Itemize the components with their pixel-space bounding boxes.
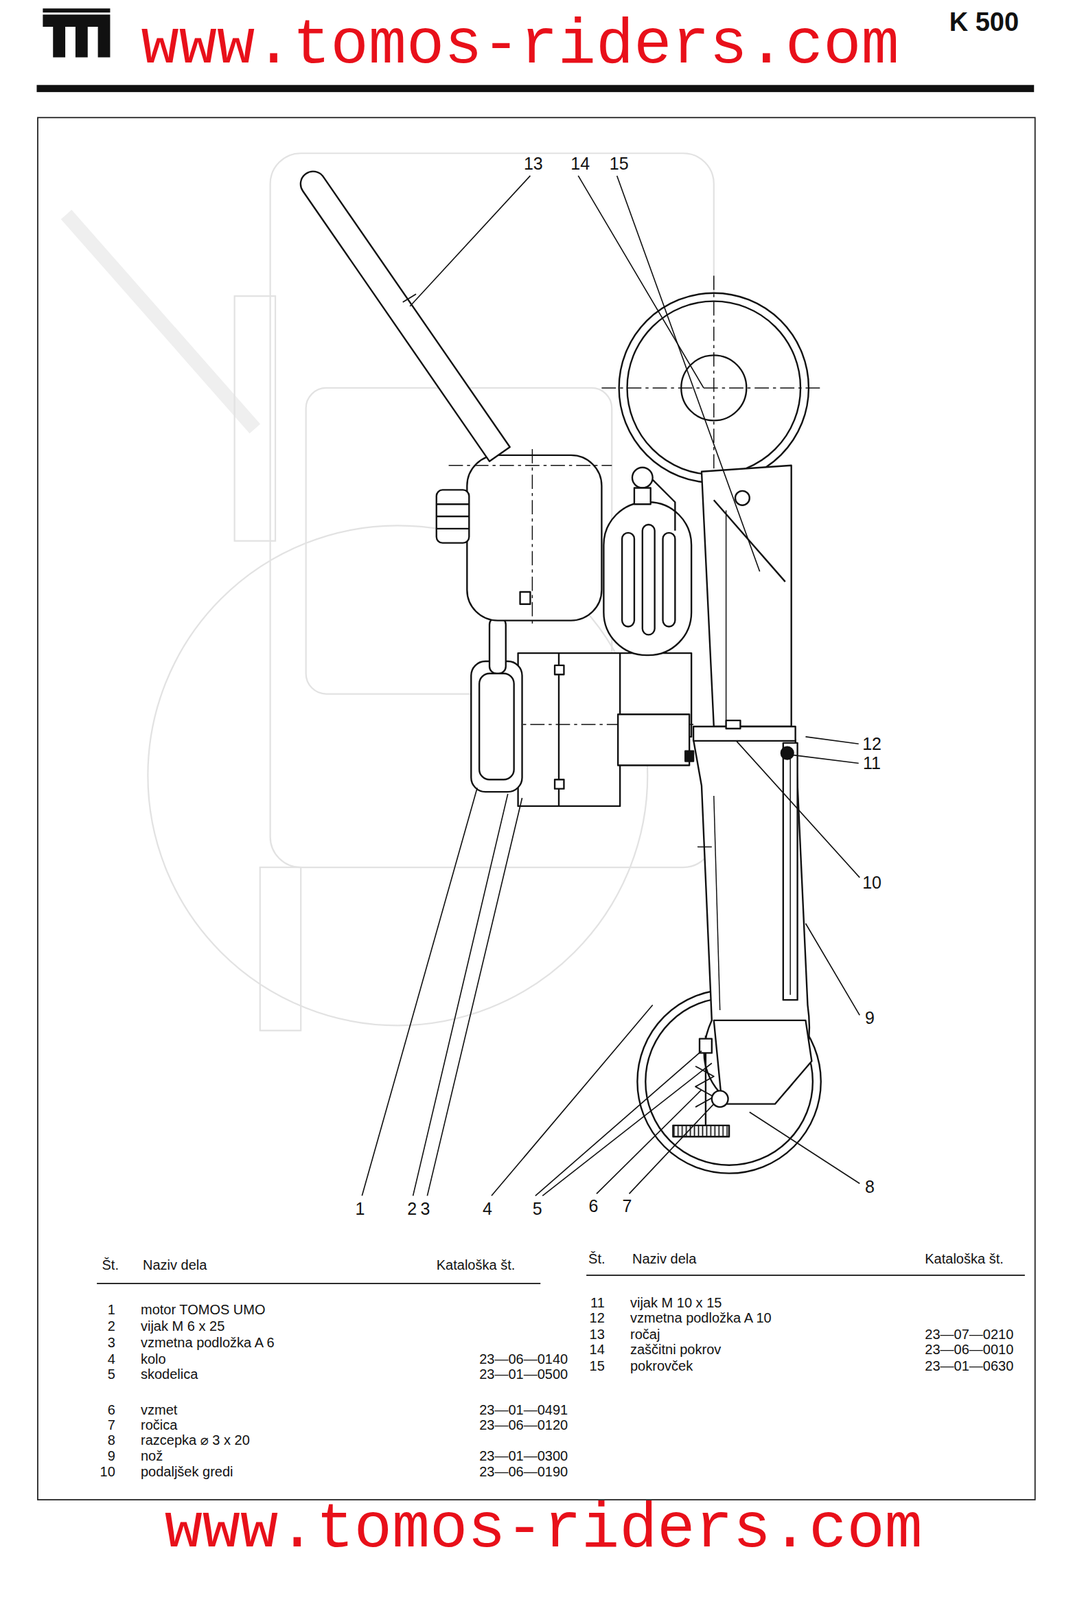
callout-number: 11 — [862, 753, 881, 774]
leader-lines — [361, 175, 860, 1196]
frame-border — [37, 117, 1036, 1500]
catalog-number: 23—06—0140 — [479, 1350, 568, 1367]
bleed-through — [66, 153, 714, 1030]
part-name: ročaj — [630, 1325, 660, 1342]
part-number: 3 — [107, 1333, 116, 1350]
catalog-number: 23—06—0120 — [479, 1416, 568, 1433]
part-number: 15 — [589, 1357, 605, 1374]
catalog-number: 23—06—0190 — [479, 1463, 568, 1480]
part-number: 12 — [589, 1309, 605, 1326]
fuel-tank — [436, 448, 612, 625]
callout-number: 3 — [420, 1198, 430, 1219]
callout-number: 2 — [407, 1198, 417, 1219]
part-name: vijak M 6 x 25 — [140, 1318, 225, 1334]
boom — [693, 739, 812, 1104]
part-name: vzmet — [140, 1401, 178, 1417]
part-name: ročica — [140, 1416, 178, 1433]
part-number: 7 — [107, 1416, 116, 1433]
table-rule — [96, 1282, 541, 1284]
part-name: zaščitni pokrov — [630, 1341, 721, 1358]
column-header: Št. — [102, 1256, 119, 1273]
part-name: podaljšek gredi — [140, 1463, 234, 1480]
watermark: www.tomos-riders.com — [140, 14, 899, 78]
drive-column — [701, 465, 792, 727]
callout-number: 9 — [865, 1007, 875, 1028]
header-rule — [36, 85, 1034, 92]
catalog-number: 23—01—0491 — [479, 1401, 568, 1417]
callout-number: 8 — [865, 1175, 875, 1196]
callout-number: 12 — [862, 733, 882, 754]
column-header: Naziv dela — [142, 1256, 207, 1273]
callout-number: 14 — [570, 153, 590, 174]
part-name: nož — [140, 1447, 163, 1463]
part-name: vijak M 10 x 15 — [630, 1294, 722, 1310]
callout-number: 13 — [523, 153, 544, 174]
part-name: motor TOMOS UMO — [140, 1301, 266, 1318]
column-header: Kataloška št. — [924, 1250, 1004, 1267]
catalog-number: 23—07—0210 — [924, 1325, 1014, 1342]
page-title: K 500 — [949, 7, 1019, 38]
part-number: 4 — [107, 1350, 116, 1367]
part-number: 2 — [107, 1318, 116, 1334]
part-name: pokrovček — [630, 1357, 693, 1374]
part-name: kolo — [140, 1350, 167, 1367]
callout-number: 1 — [354, 1198, 365, 1219]
table-rule — [586, 1274, 1025, 1276]
callout-number: 6 — [589, 1195, 599, 1216]
part-number: 11 — [590, 1294, 605, 1310]
callout-number: 10 — [862, 872, 882, 893]
callout-number: 5 — [532, 1198, 543, 1219]
catalog-number: 23—01—0630 — [924, 1357, 1014, 1374]
part-name: skodelica — [140, 1365, 198, 1382]
part-number: 14 — [589, 1341, 605, 1358]
part-number: 6 — [107, 1401, 116, 1417]
catalog-number: 23—06—0010 — [924, 1341, 1014, 1358]
handle — [300, 171, 511, 462]
catalog-number: 23—01—0300 — [479, 1447, 568, 1463]
logo — [42, 8, 110, 57]
part-name: vzmetna podložka A 6 — [140, 1333, 275, 1350]
column-header: Naziv dela — [632, 1250, 697, 1267]
part-number: 13 — [589, 1325, 605, 1342]
part-number: 5 — [107, 1365, 116, 1382]
cylinder — [603, 467, 692, 655]
part-name: razcepka ⌀ 3 x 20 — [140, 1432, 250, 1448]
callout-number: 7 — [622, 1195, 633, 1216]
shaft-extension — [693, 720, 796, 759]
part-number: 1 — [107, 1301, 116, 1318]
part-number: 9 — [107, 1447, 116, 1463]
part-number: 8 — [107, 1432, 116, 1448]
watermark: www.tomos-riders.com — [164, 1497, 923, 1562]
column-header: Kataloška št. — [436, 1256, 516, 1273]
part-name: vzmetna podložka A 10 — [630, 1309, 772, 1326]
callout-number: 15 — [609, 153, 629, 174]
callout-number: 4 — [482, 1198, 493, 1219]
part-number: 10 — [100, 1463, 116, 1480]
catalog-number: 23—01—0500 — [479, 1365, 568, 1382]
column-header: Št. — [588, 1250, 605, 1267]
